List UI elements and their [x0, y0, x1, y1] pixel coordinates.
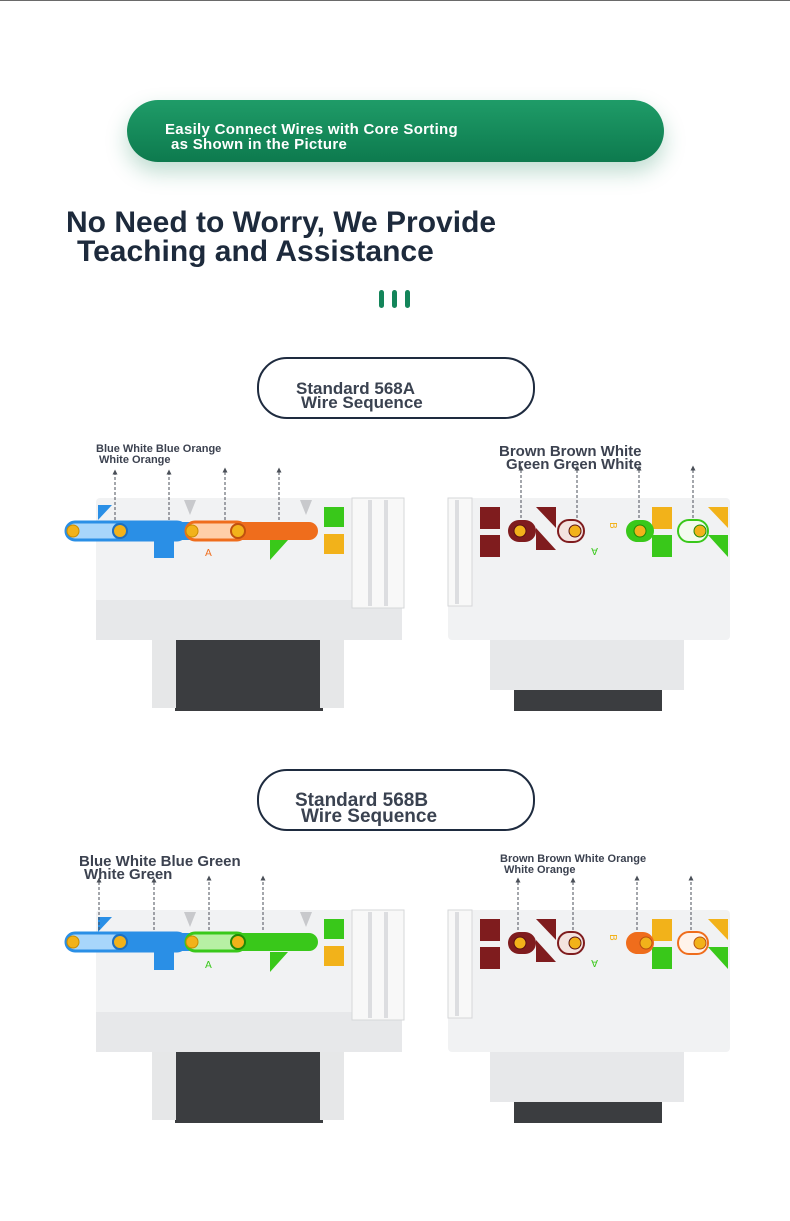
- divider-bars-icon: [379, 290, 413, 308]
- 568b-left-label-line-1: Blue White Blue Green: [79, 853, 241, 870]
- headline-line-2: Teaching and Assistance: [77, 235, 434, 268]
- 568a-left-label-line-2: White Orange: [99, 454, 171, 466]
- 568b-right-mark-b: B: [607, 934, 618, 941]
- 568b-left-label-line-2: White Green: [84, 866, 173, 883]
- instruction-banner: Easily Connect Wires with Core Sorting a…: [127, 100, 664, 162]
- 568a-right-mark-b: B: [607, 522, 618, 529]
- banner-line-1: Easily Connect Wires with Core Sorting: [165, 121, 458, 138]
- 568b-right-label-line-1: Brown Brown White Orange: [500, 853, 647, 865]
- 568a-right-jack: B A: [447, 465, 730, 711]
- 568b-left-jack: A: [64, 875, 405, 1123]
- section-568b-title-line-1: Standard 568B: [295, 790, 429, 811]
- section-568a-title-pill: Standard 568A Wire Sequence: [257, 357, 535, 419]
- top-border: [0, 0, 790, 1]
- 568b-right-jack: B A: [447, 875, 730, 1123]
- 568b-right-mark-a: A: [591, 957, 598, 968]
- 568a-right-label-line-2: Green Green White: [506, 456, 642, 473]
- banner-line-2: as Shown in the Picture: [171, 136, 348, 153]
- 568a-right-mark-a: A: [591, 545, 598, 556]
- 568b-left-mark: A: [205, 960, 212, 971]
- section-568a-title-line-1: Standard 568A: [296, 379, 416, 398]
- section-568b-title-pill: Standard 568B Wire Sequence: [257, 769, 535, 831]
- 568a-right-label-line-1: Brown Brown White: [499, 443, 642, 460]
- 568a-left-label-line-1: Blue White Blue Orange: [96, 443, 222, 455]
- 568b-right-label-line-2: White Orange: [504, 864, 576, 876]
- 568a-left-mark: A: [205, 548, 212, 559]
- 568a-left-jack: A: [64, 467, 405, 711]
- section-568a-title-line-2: Wire Sequence: [301, 393, 423, 412]
- section-568b-title-line-2: Wire Sequence: [301, 806, 438, 827]
- headline-line-1: No Need to Worry, We Provide: [66, 206, 497, 239]
